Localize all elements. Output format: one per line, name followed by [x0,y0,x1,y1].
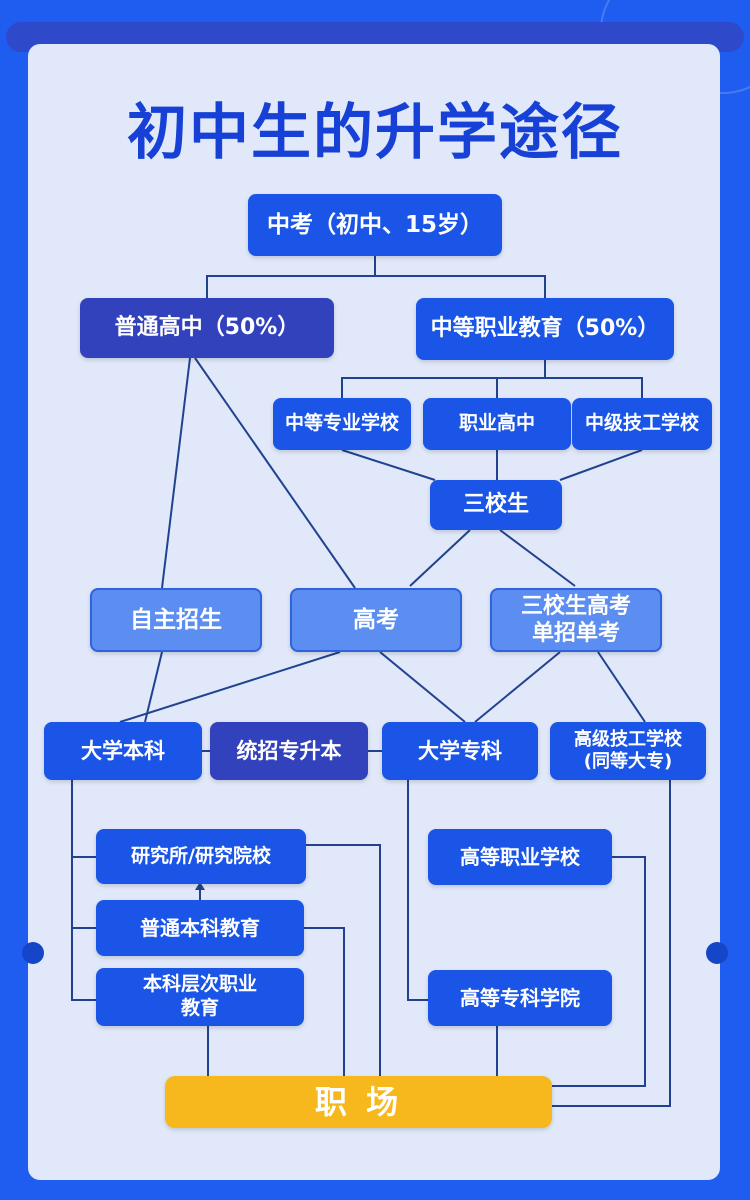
connector-putong-zhichang [304,927,345,1076]
node-gaoji-jigong-line2: (同等大专) [583,751,673,772]
node-zhongdeng-zhuanye: 中等专业学校 [273,398,411,450]
node-sanxiaosheng: 三校生 [430,480,562,530]
node-gaodeng-zhuanke: 高等专科学院 [428,970,612,1026]
node-zhongdeng-zhiye: 中等职业教育（50%） [416,298,674,360]
node-gaoji-jigong: 高级技工学校 (同等大专) [550,722,706,780]
connector-danzhao-gaoji [597,651,646,723]
connector-jigong-sanxiao [559,449,643,481]
node-zhichang: 职 场 [165,1076,552,1128]
connector-danzhao-zhuanke [474,651,561,723]
connector-pugao-gaokao [194,357,356,589]
connector-gaokao-benke [119,651,341,723]
connector-gaozhi-zhichang [552,856,646,1087]
node-sanxiaosheng-gaokao-line1: 三校生高考 [520,593,631,619]
node-zhiye-gaozhong: 职业高中 [423,398,571,450]
node-gaodeng-zhiye: 高等职业学校 [428,829,612,885]
connector-zhongzhuan-sanxiao [341,449,436,481]
connector-zhongkao-branch [206,275,546,298]
node-benke-cengci-zhiye: 本科层次职业 教育 [96,968,304,1026]
arrowhead-yanjiusuo [195,882,205,890]
node-tongzhao-zhuanshengben: 统招专升本 [210,722,368,780]
connector-zhuanke-bracket [407,780,428,1001]
node-yanjiusuo: 研究所/研究院校 [96,829,306,884]
connector-benke-bracket [71,780,96,1001]
node-zhongkao: 中考（初中、15岁） [248,194,502,256]
connector-zizhu-benke [144,651,163,723]
page-title: 初中生的升学途径 [127,98,623,168]
connector-gaokao-zhuanke [379,651,466,723]
node-benke-cengci-line2: 教育 [180,997,219,1019]
connector-yanjiusuo-zhichang [306,844,381,1076]
connector-pugao-zizhu [161,357,191,589]
node-zhongji-jigong: 中级技工学校 [572,398,712,450]
node-putong-gaozhong: 普通高中（50%） [80,298,334,358]
node-gaokao: 高考 [290,588,462,652]
node-daxue-zhuanke: 大学专科 [382,722,538,780]
node-daxue-benke: 大学本科 [44,722,202,780]
left-notch [22,942,44,964]
connector-gaoji-zhichang [552,780,671,1107]
node-benke-cengci-line1: 本科层次职业 [142,973,257,996]
connector-zhongzhi-branch [341,377,643,398]
node-sanxiaosheng-gaokao-line2: 单招单考 [531,621,620,646]
connector-sanxiao-gaokao [409,529,471,587]
node-putong-benke: 普通本科教育 [96,900,304,956]
right-notch [706,942,728,964]
connector-sanxiao-danzhao [499,529,576,587]
node-sanxiaosheng-gaokao: 三校生高考 单招单考 [490,588,662,652]
node-zizhu-zhaosheng: 自主招生 [90,588,262,652]
node-gaoji-jigong-line1: 高级技工学校 [574,728,682,750]
